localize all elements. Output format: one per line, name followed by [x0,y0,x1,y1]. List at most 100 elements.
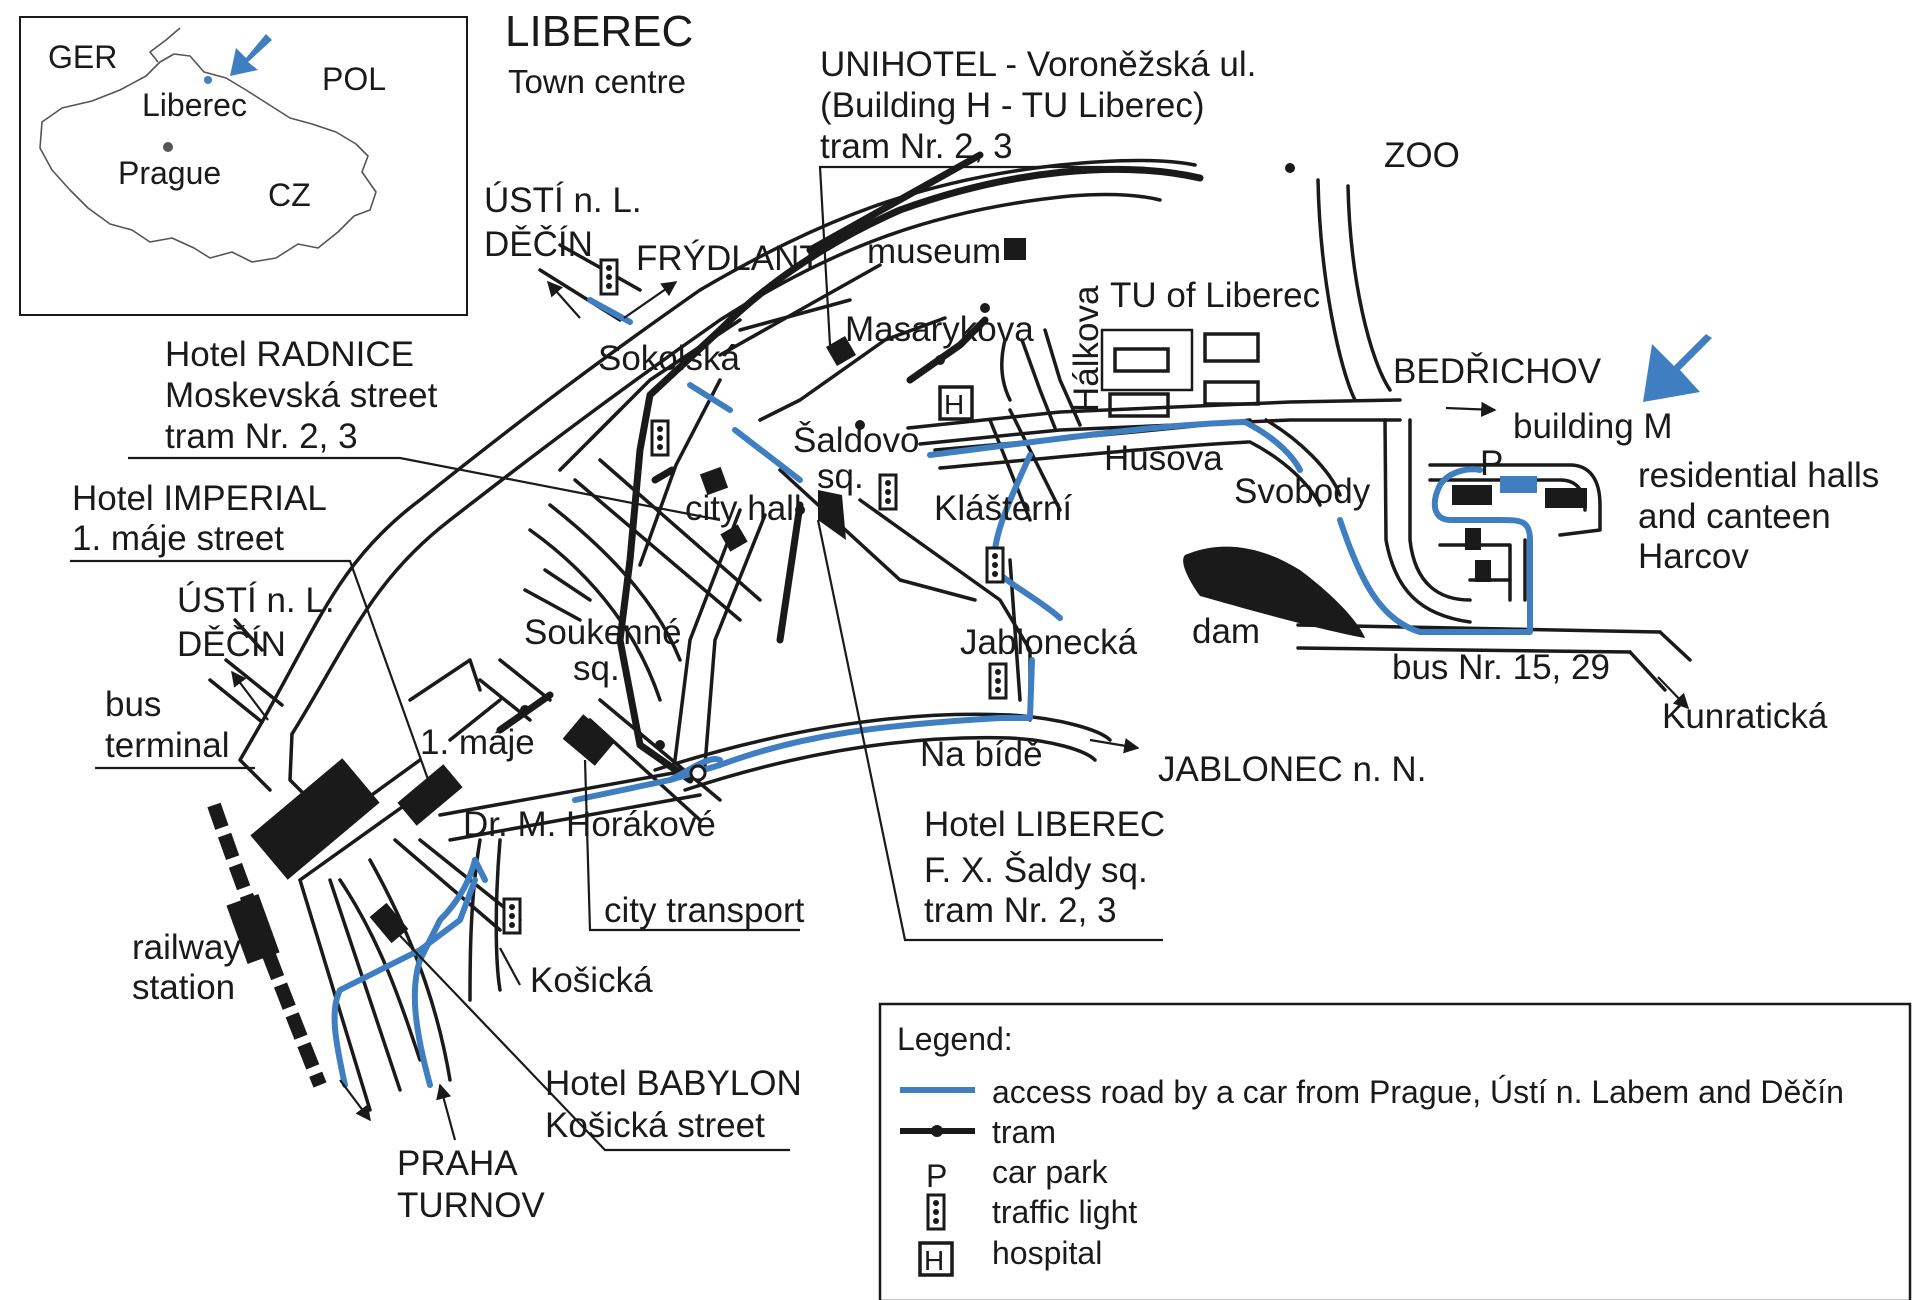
legend-title: Legend: [897,1021,1013,1057]
label-saldovo-1: Šaldovo [793,421,919,460]
svg-text:H: H [944,389,964,420]
unihotel-line3: tram Nr. 2, 3 [820,127,1013,166]
tu-building-4 [1203,380,1260,406]
dam-lake [1183,546,1365,638]
imperial-line2: 1. máje street [72,519,284,558]
traffic-light-icon [988,662,1008,700]
location-arrow-icon [1643,334,1712,402]
traffic-light-icon [599,258,619,296]
hotel-liberec-line1: Hotel LIBEREC [924,805,1165,844]
buildings [207,238,1587,1088]
legend-traffic-light-icon [926,1193,946,1231]
street-klasterni: Klášterní [934,489,1072,528]
hospital-icon: H [938,385,974,421]
label-bus-2: terminal [105,726,229,765]
street-masarykova: Masarykova [845,310,1034,349]
legend-symbol-h: H [924,1245,944,1276]
legend-item-car-park: car park [992,1154,1109,1190]
traffic-light-icon [878,473,898,511]
hall-1 [1452,485,1492,505]
street-halkova: Hálkova [1067,285,1106,412]
car-park-icon: P [1480,444,1503,483]
city-transport-building [562,714,616,766]
usti-top-line2: DĚČÍN [484,225,593,264]
tu-building-1 [1113,347,1170,373]
museum-building [1004,238,1026,260]
label-soukenne-2: sq. [573,649,620,688]
praha-line2: TURNOV [397,1186,545,1225]
babylon-line2: Košická street [545,1106,765,1145]
traffic-light-icon [650,419,670,457]
label-residential-2: and canteen [1638,497,1831,536]
label-cz: CZ [268,177,311,213]
inset-arrow-icon [230,34,272,76]
label-bus-lines: bus Nr. 15, 29 [1392,648,1610,687]
praha-line1: PRAHA [397,1144,518,1183]
place-labels: museum TU of Liberec Šaldovo sq. city ha… [105,232,1879,1007]
tu-block-outline [1100,328,1194,392]
label-residential-3: Harcov [1638,537,1749,576]
inset-map: GER POL Liberec Prague CZ [19,16,468,316]
street-husova: Husova [1104,439,1223,478]
prague-dot [163,142,173,152]
zoo-label: ZOO [1384,136,1460,175]
label-prague: Prague [118,155,221,191]
label-railway-2: station [132,968,235,1007]
czech-border [39,53,377,263]
label-museum: museum [867,232,1001,271]
legend-item-access: access road by a car from Prague, Ústí n… [992,1074,1844,1110]
label-ger: GER [48,39,117,75]
direction-arrows [231,280,1690,1141]
radnice-line1: Hotel RADNICE [165,335,414,374]
legend-item-hospital: hospital [992,1235,1102,1271]
callout-lines [70,165,1163,1152]
railway-track [207,802,327,1088]
map-subtitle: Town centre [508,63,686,100]
label-soukenne-1: Soukenné [524,613,682,652]
label-liberec: Liberec [142,87,247,123]
city-hall-building [699,466,729,496]
street-svobody: Svobody [1234,472,1371,511]
street-jablonecka: Jablonecká [960,623,1138,662]
usti-left-line1: ÚSTÍ n. L. [177,581,335,620]
label-residential-1: residential halls [1638,456,1879,495]
radnice-building [720,524,748,552]
liberec-dot [204,76,212,84]
label-tu-liberec: TU of Liberec [1110,276,1320,315]
legend-frame [878,1002,1912,1300]
access-route [331,297,1533,1088]
kunraticka-label: Kunratická [1662,697,1828,736]
jablonec-label: JABLONEC n. N. [1158,750,1426,789]
babylon-line1: Hotel BABYLON [545,1064,802,1103]
map-title: LIBEREC [505,7,693,56]
building-m [1500,476,1537,493]
traffic-light-icon [502,897,522,935]
legend-symbol-p: P [926,1158,947,1194]
legend: Legend: access road by a car from Prague… [878,1002,1912,1300]
imperial-line1: Hotel IMPERIAL [72,479,327,518]
label-city-hall: city hall [685,489,802,528]
street-sokolska: Sokolská [598,339,741,378]
radnice-line3: tram Nr. 2, 3 [165,417,358,456]
city-transport-label: city transport [604,891,805,930]
radnice-line2: Moskevská street [165,376,438,415]
street-1-maje: 1. máje [420,723,535,762]
label-bus-1: bus [105,685,161,724]
label-saldovo-2: sq. [817,457,864,496]
unihotel-building [825,335,857,367]
bedrichov-label: BEDŘICHOV [1393,352,1602,391]
destination-labels: ÚSTÍ n. L. DĚČÍN FRÝDLANT ZOO BEDŘICHOV … [177,136,1828,1225]
hotel-liberec-line2: F. X. Šaldy sq. [924,851,1148,890]
unihotel-line1: UNIHOTEL - Voroněžská ul. [820,45,1256,84]
tu-building-3 [1108,392,1170,418]
bus-terminal-building [250,758,380,880]
hotel-labels: UNIHOTEL - Voroněžská ul. (Building H - … [72,45,1256,1145]
label-building-m: building M [1513,407,1673,446]
traffic-light-icon [985,546,1005,584]
label-railway-1: railway [132,928,241,967]
roundabout [689,764,707,782]
usti-left-line2: DĚČÍN [177,625,286,664]
hall-4 [1475,560,1491,582]
unihotel-line2: (Building H - TU Liberec) [820,86,1205,125]
